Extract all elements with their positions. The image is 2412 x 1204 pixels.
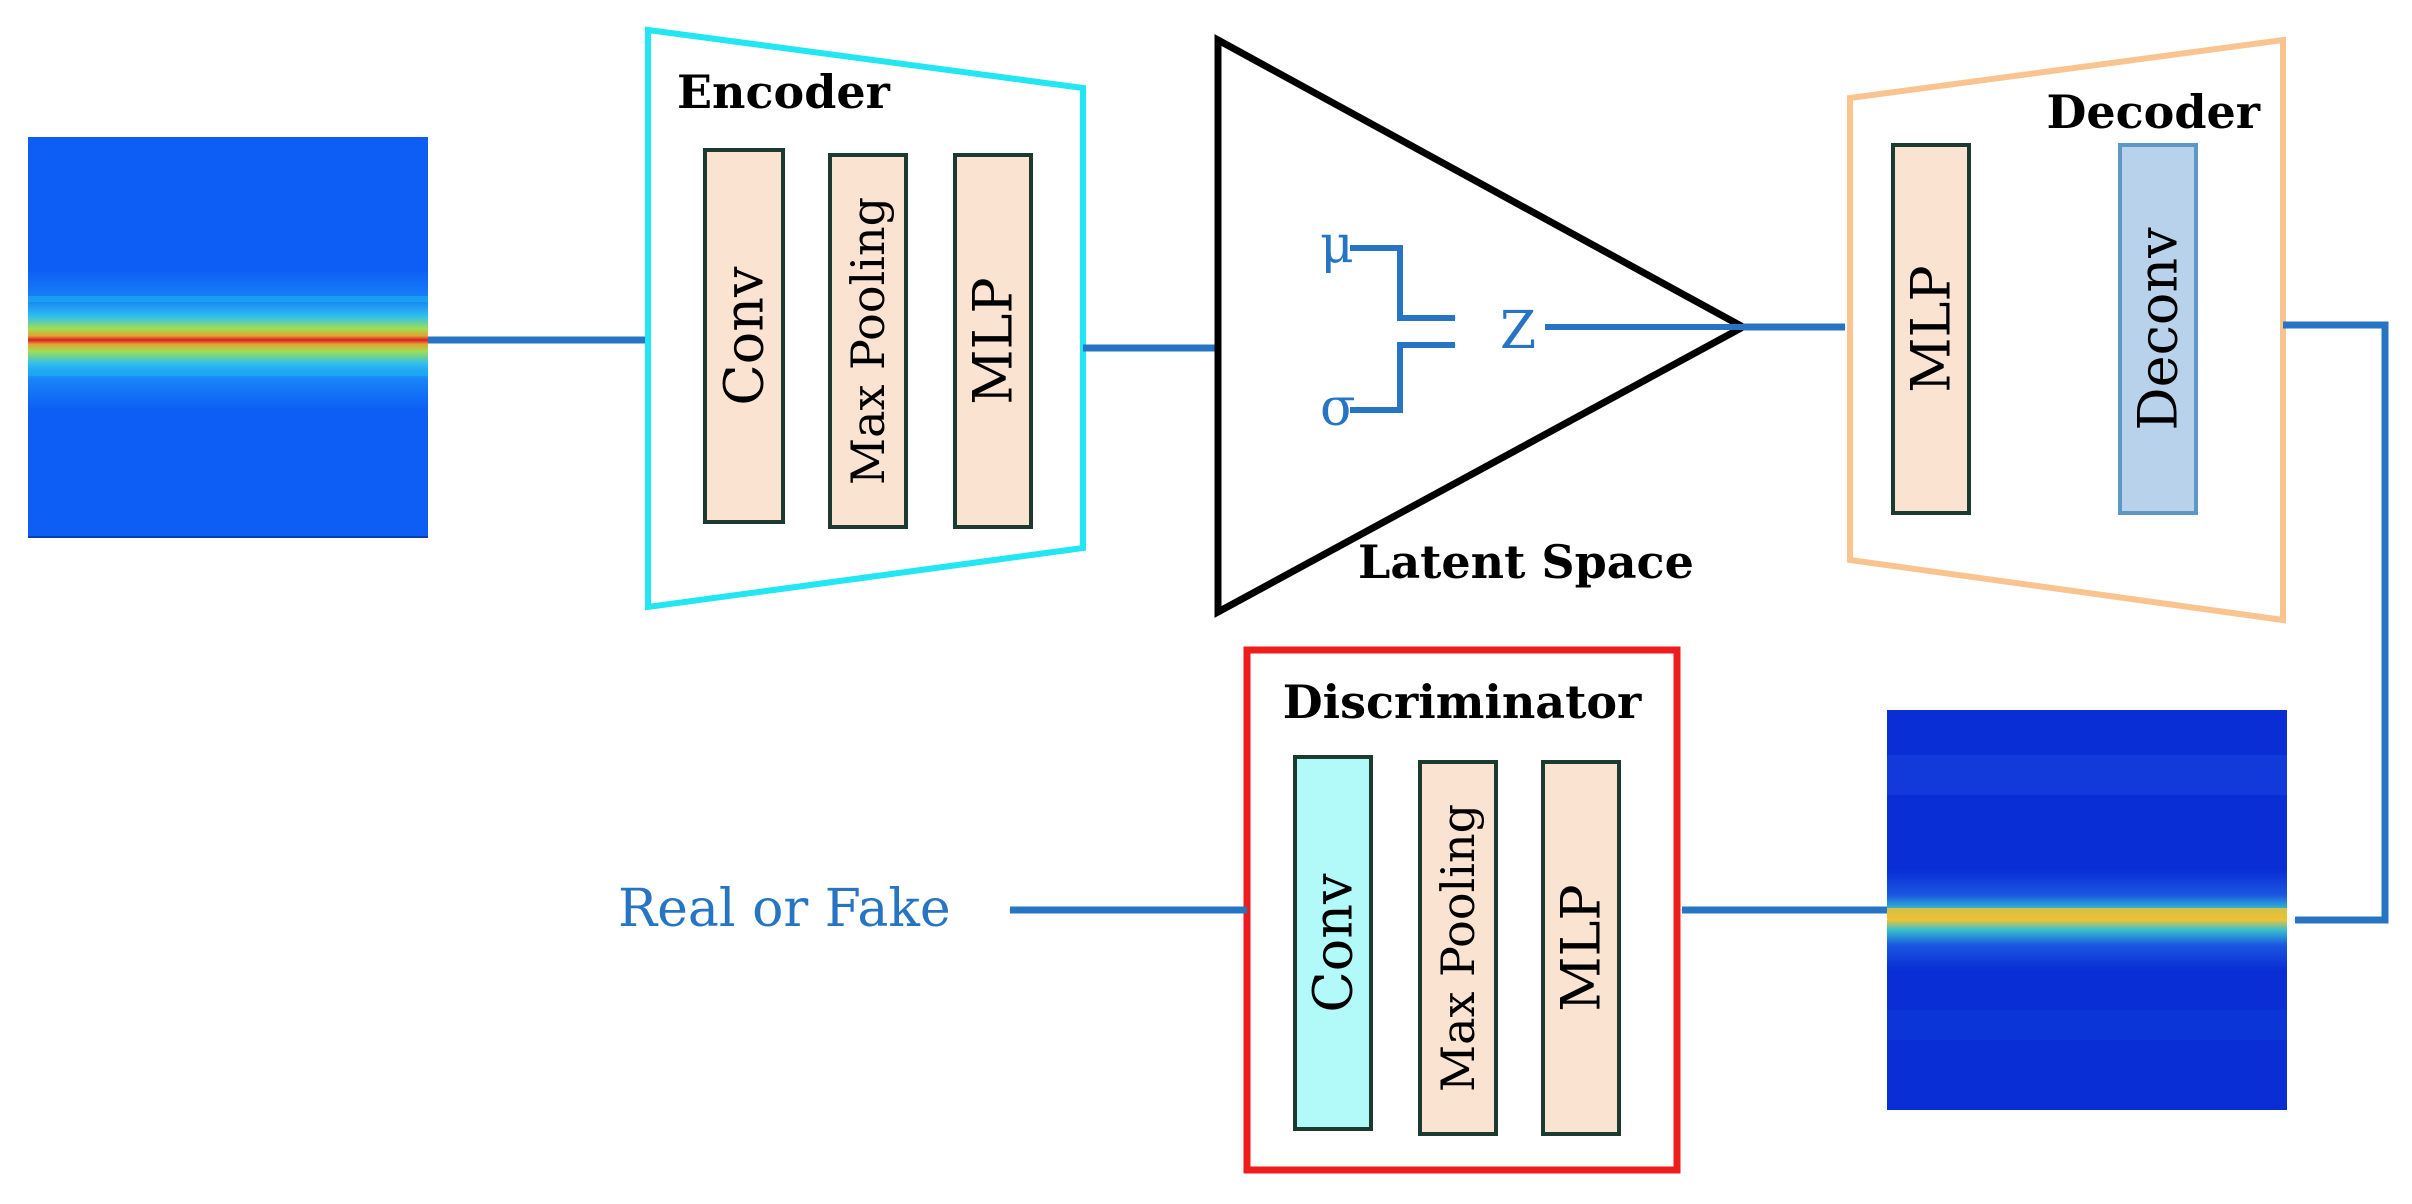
encoder-title: Encoder bbox=[677, 65, 891, 119]
discriminator-mlp-block bbox=[1541, 760, 1621, 1136]
discriminator-conv-label: Conv bbox=[1302, 873, 1365, 1013]
encoder-conv-label: Conv bbox=[713, 266, 776, 406]
decoder-deconv-label: Deconv bbox=[2127, 227, 2190, 431]
sigma-symbol: σ bbox=[1320, 378, 1356, 438]
decoder-deconv-block bbox=[2118, 143, 2198, 515]
decoder-mlp-block bbox=[1891, 143, 1971, 515]
encoder-conv-block bbox=[703, 148, 785, 524]
input-heatmap bbox=[28, 137, 428, 538]
encoder-mlp-label: MLP bbox=[962, 277, 1025, 405]
encoder-mlp-block bbox=[953, 153, 1033, 529]
discriminator-module: Discriminator Conv Max Pooling MLP bbox=[1243, 646, 1681, 1174]
real-or-fake-label: Real or Fake bbox=[618, 879, 951, 939]
discriminator-maxpool-block bbox=[1418, 760, 1498, 1136]
discriminator-mlp-label: MLP bbox=[1550, 884, 1613, 1012]
sigma-connector bbox=[1350, 342, 1456, 413]
decoder-module: Decoder MLP Deconv bbox=[1847, 36, 2286, 624]
arrow-decoder-to-output bbox=[2283, 321, 2389, 924]
discriminator-conv-block bbox=[1293, 755, 1373, 1131]
latent-space-module: Latent Space μ σ Z bbox=[1214, 34, 1751, 618]
encoder-maxpool-label: Max Pooling bbox=[841, 197, 895, 485]
encoder-module: Encoder Conv Max Pooling MLP bbox=[645, 26, 1086, 611]
discriminator-title: Discriminator bbox=[1283, 675, 1642, 729]
latent-triangle bbox=[1214, 34, 1751, 618]
mu-connector bbox=[1350, 245, 1456, 321]
discriminator-maxpool-label: Max Pooling bbox=[1431, 804, 1485, 1092]
latent-title: Latent Space bbox=[1358, 535, 1694, 589]
mu-symbol: μ bbox=[1320, 215, 1354, 275]
encoder-maxpool-block bbox=[828, 153, 908, 529]
output-heatmap bbox=[1887, 710, 2287, 1110]
decoder-mlp-label: MLP bbox=[1900, 265, 1963, 393]
decoder-title: Decoder bbox=[2046, 85, 2260, 139]
z-symbol: Z bbox=[1500, 301, 1536, 361]
